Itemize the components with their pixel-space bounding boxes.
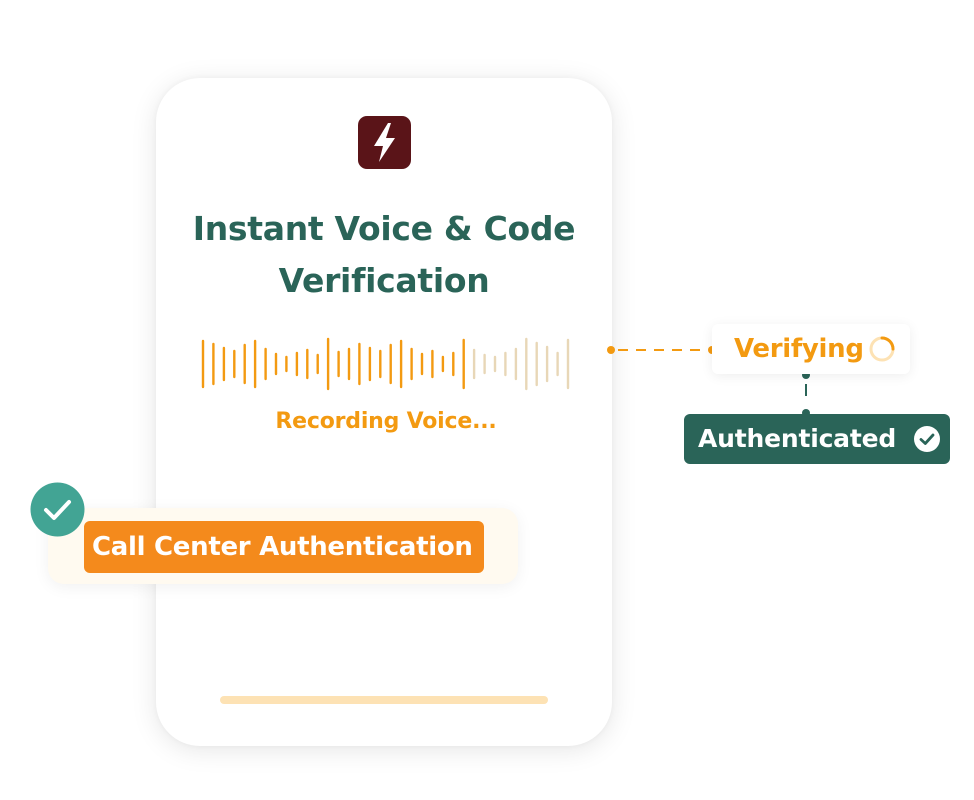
check-circle-icon <box>914 426 940 452</box>
call-center-label: Call Center Authentication <box>92 532 473 562</box>
authenticated-status-chip: Authenticated <box>684 414 950 464</box>
phone-card <box>156 78 612 746</box>
verifying-status-chip: Verifying <box>712 324 910 374</box>
spinner-icon <box>869 336 895 362</box>
recording-status-text: Recording Voice... <box>275 409 497 434</box>
authenticated-label: Authenticated <box>698 424 897 453</box>
check-circle-icon <box>30 482 85 537</box>
call-center-badge: Call Center Authentication <box>84 521 484 573</box>
app-logo <box>358 116 411 169</box>
home-indicator-bar <box>220 696 548 704</box>
lightning-bolt-icon <box>374 123 395 162</box>
voice-waveform <box>201 337 570 391</box>
page-title: Instant Voice & Code Verification <box>192 209 576 300</box>
verifying-label: Verifying <box>734 334 864 364</box>
